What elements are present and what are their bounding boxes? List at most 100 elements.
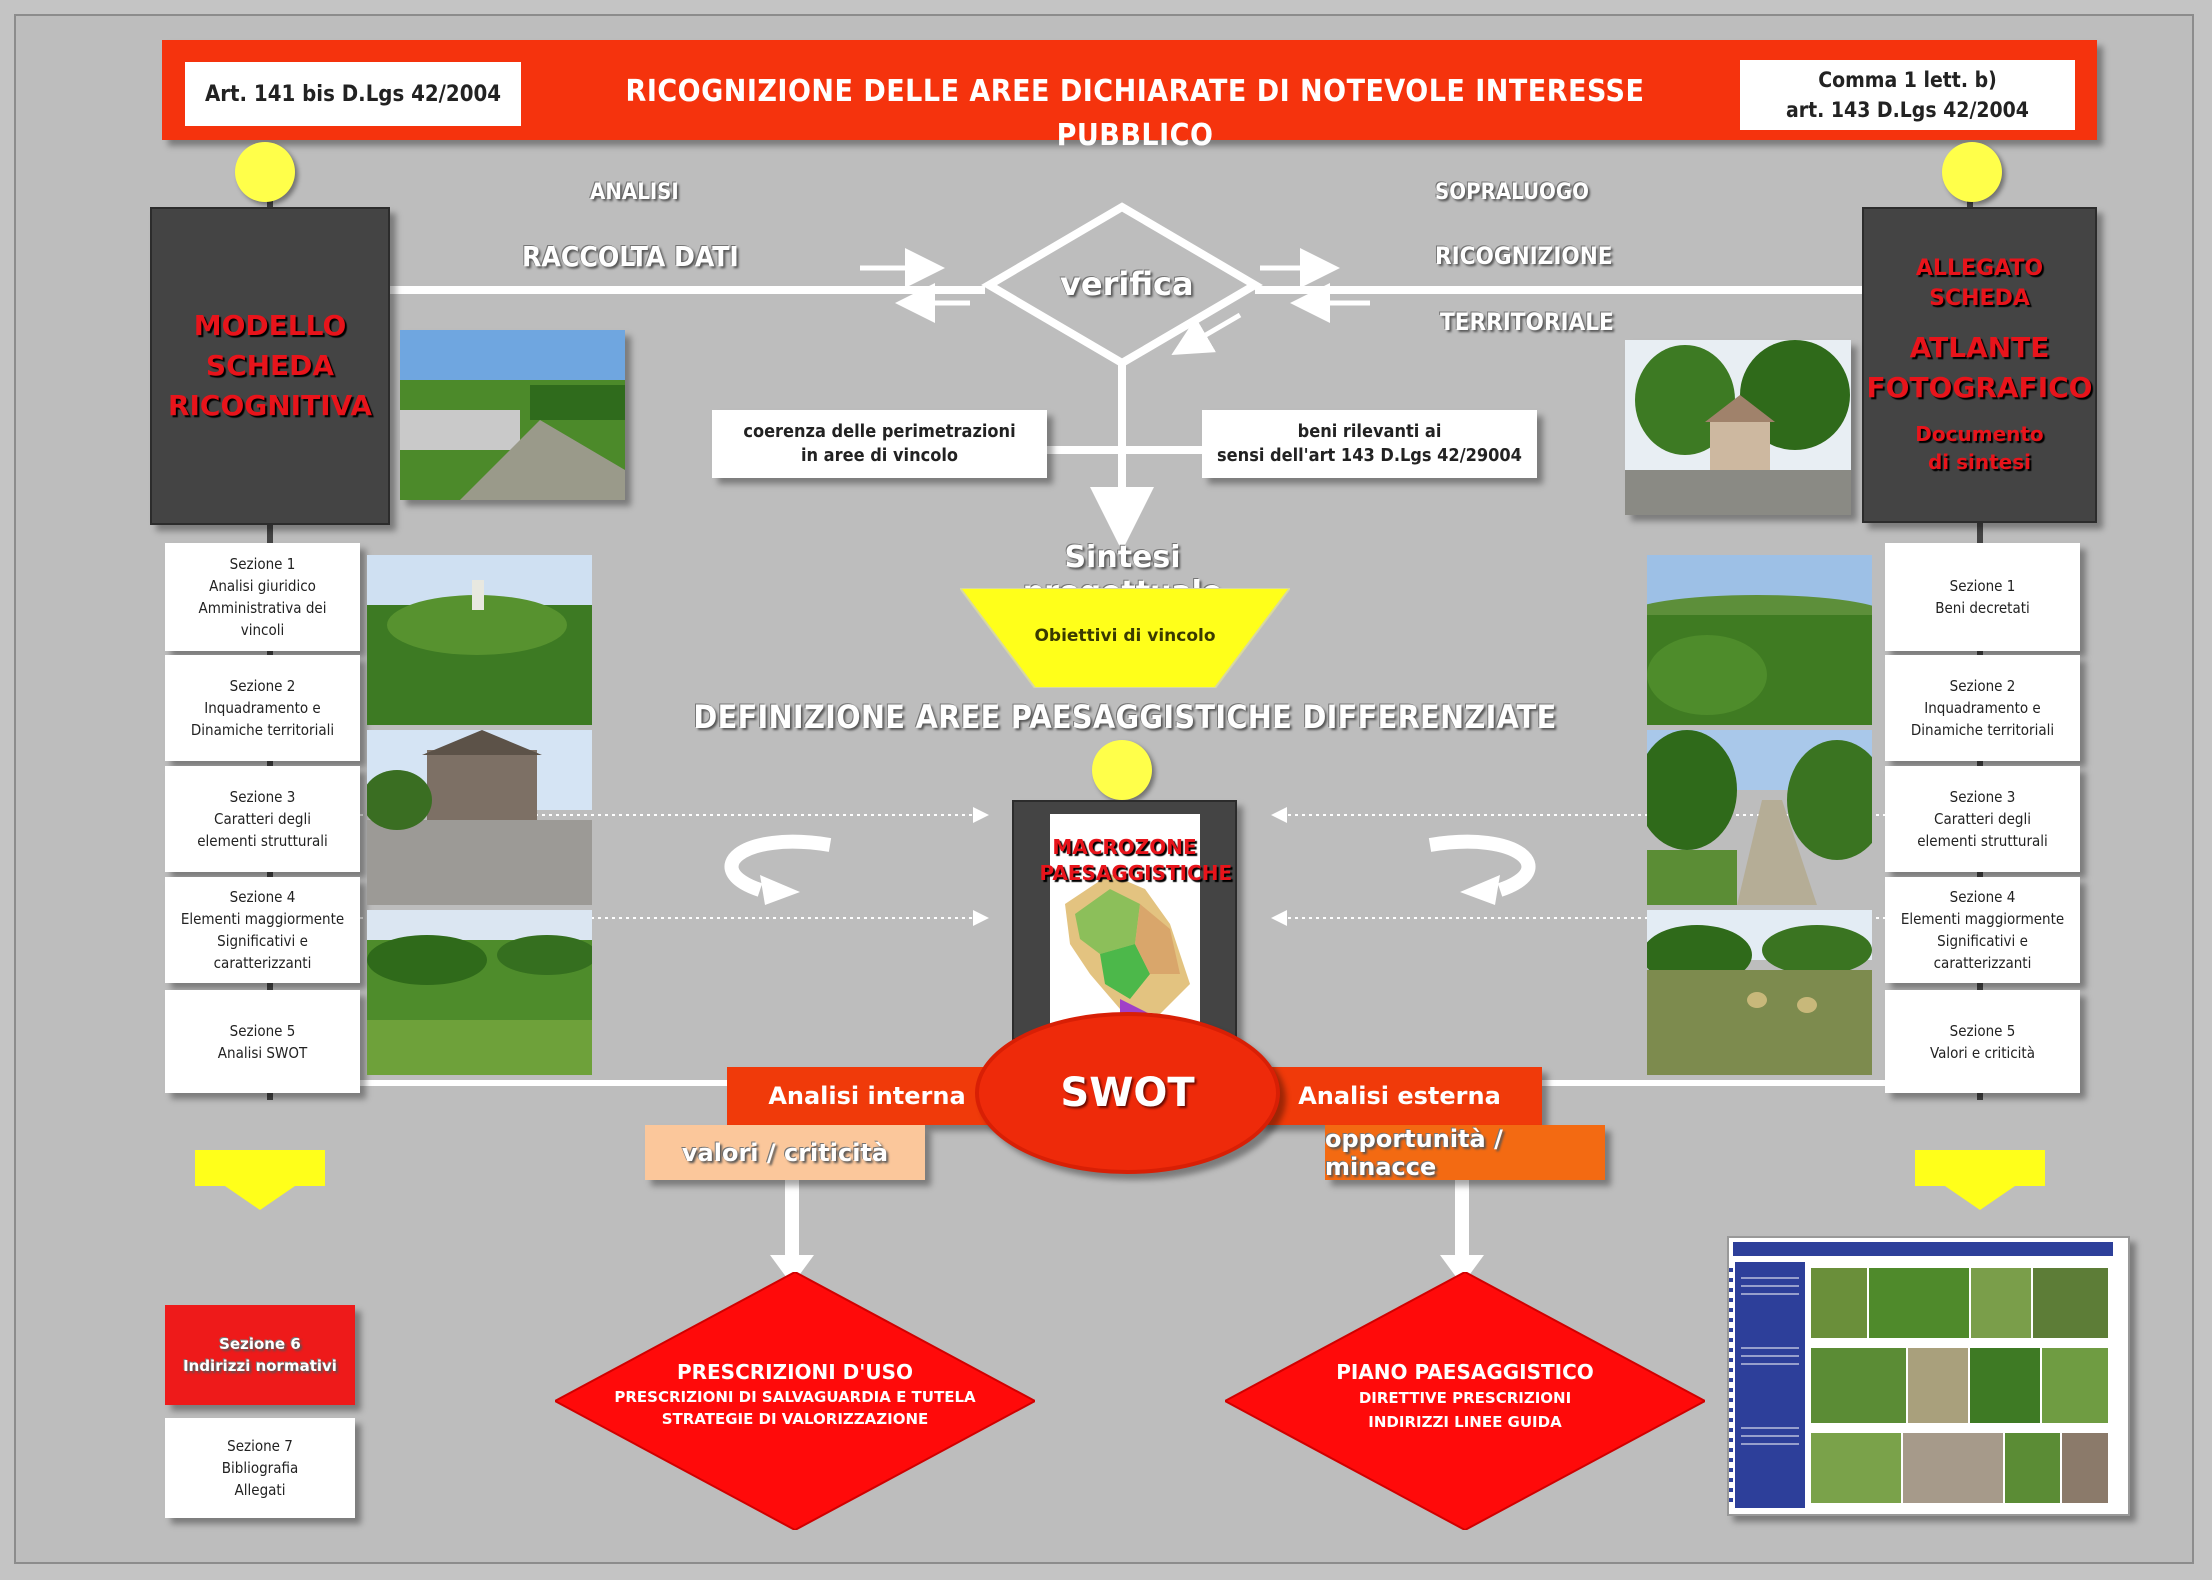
left-section-1-line-2: Analisi giuridico: [209, 577, 316, 595]
left-section-1-line-4: vincoli: [240, 621, 285, 639]
label-analisi: ANALISI: [590, 180, 679, 205]
left-section-2-line-1: Sezione 2: [229, 677, 296, 695]
beni-box: beni rilevanti ai sensi dell'art 143 D.L…: [1202, 410, 1537, 478]
opportunita-bar: opportunità / minacce: [1325, 1124, 1605, 1181]
piano-line2: DIRETTIVE PRESCRIZIONI: [1358, 1389, 1572, 1407]
label-ricognizione: RICOGNIZIONE: [1435, 242, 1613, 270]
yellow-arrow-left: [195, 1150, 325, 1210]
header-title: RICOGNIZIONE DELLE AREE DICHIARATE DI NO…: [545, 70, 1725, 153]
left-section-4-line-4: caratterizzanti: [213, 954, 312, 972]
allegato-line4: FOTOGRAFICO: [1866, 371, 2093, 404]
header-right-tag-line1: Comma 1 lett. b): [1818, 68, 1997, 92]
sezione6-box: Sezione 6 Indirizzi normativi: [165, 1305, 355, 1405]
right-section-1-line-2: Beni decretati: [1935, 599, 2030, 617]
curved-arrow-right: [1428, 834, 1536, 897]
left-section-2-line-2: Inquadramento e: [204, 699, 321, 717]
allegato-line5: Documento: [1915, 422, 2044, 446]
left-section-3-line-3: elementi strutturali: [197, 832, 328, 850]
right-section-4-line-1: Sezione 4: [1949, 888, 2016, 906]
sezione6-line1: Sezione 6: [219, 1335, 301, 1353]
atlante-thumbnail: [1727, 1236, 2130, 1516]
macrozone-label: MACROZONE PAESAGGISTICHE: [1040, 834, 1233, 886]
sezione7-line1: Sezione 7: [227, 1437, 293, 1455]
modello-scheda-box: MODELLO SCHEDA RICOGNITIVA: [150, 207, 390, 525]
left-section-4-line-3: Significativi e: [217, 932, 308, 950]
photo-right-1: [1647, 555, 1872, 725]
macrozone-box: MACROZONE PAESAGGISTICHE: [1012, 800, 1237, 1040]
yellow-dot-left: [235, 142, 295, 202]
right-section-2: Sezione 2 Inquadramento e Dinamiche territ…: [1885, 655, 2080, 761]
photo-landscape-highway: [400, 330, 625, 500]
label-raccolta-dati: RACCOLTA DATI: [522, 240, 739, 273]
photo-left-1: [367, 555, 592, 725]
right-section-4-line-4: caratterizzanti: [1933, 954, 2032, 972]
allegato-scheda-box: ALLEGATO SCHEDA ATLANTE FOTOGRAFICO Docu…: [1862, 207, 2097, 523]
piano-line1: PIANO PAESAGGISTICO: [1336, 1360, 1594, 1384]
sezione6-line2: Indirizzi normativi: [183, 1357, 337, 1375]
photo-right-2: [1647, 730, 1872, 905]
coerenza-box: coerenza delle perimetrazioni in aree di…: [712, 410, 1047, 478]
left-section-3-line-2: Caratteri degli: [214, 810, 311, 828]
allegato-line6: di sintesi: [1927, 450, 2032, 474]
header-right-tag-line2: art. 143 D.Lgs 42/2004: [1786, 98, 2029, 122]
right-section-2-line-1: Sezione 2: [1949, 677, 2016, 695]
modello-line1: MODELLO: [193, 309, 347, 342]
modello-line3: RICOGNITIVA: [167, 389, 373, 422]
sezione7-line2: Bibliografia: [221, 1459, 299, 1477]
analisi-interna-text: Analisi interna: [768, 1082, 966, 1110]
sezione7-line3: Allegati: [234, 1481, 286, 1499]
left-section-2-line-3: Dinamiche territoriali: [190, 721, 335, 739]
allegato-line3: ATLANTE: [1909, 331, 2050, 364]
prescrizioni-line1: PRESCRIZIONI D'USO: [676, 1360, 914, 1384]
right-section-5-line-1: Sezione 5: [1949, 1021, 2016, 1040]
right-section-4-line-3: Significativi e: [1937, 932, 2028, 950]
right-section-2-line-2: Inquadramento e: [1924, 699, 2041, 717]
sezione7-box: Sezione 7 Bibliografia Allegati: [165, 1418, 355, 1518]
prescrizioni-text: PRESCRIZIONI D'USO PRESCRIZIONI DI SALVA…: [600, 1358, 990, 1430]
left-section-4-line-1: Sezione 4: [229, 888, 296, 906]
analisi-esterna-text: Analisi esterna: [1298, 1082, 1501, 1110]
header-title-text: RICOGNIZIONE DELLE AREE DICHIARATE DI NO…: [625, 74, 1645, 153]
prescrizioni-line3: STRATEGIE DI VALORIZZAZIONE: [661, 1410, 929, 1428]
label-obiettivi: Obiettivi di vincolo: [1034, 626, 1216, 646]
label-definizione-aree: DEFINIZIONE AREE PAESAGGISTICHE DIFFEREN…: [693, 698, 1557, 736]
left-section-3-line-1: Sezione 3: [229, 788, 296, 806]
opportunita-text: opportunità / minacce: [1325, 1124, 1503, 1181]
modello-line2: SCHEDA: [205, 349, 335, 382]
macrozone-line1: MACROZONE: [1052, 835, 1197, 859]
obiettivi-funnel: [960, 588, 1290, 688]
piano-text: PIANO PAESAGGISTICO DIRETTIVE PRESCRIZIO…: [1270, 1358, 1660, 1434]
right-section-1: Sezione 1 Beni decretati: [1885, 543, 2080, 651]
header-right-tag: Comma 1 lett. b) art. 143 D.Lgs 42/2004: [1740, 60, 2075, 130]
analisi-interna-bar: Analisi interna: [727, 1067, 1007, 1125]
label-territoriale: TERRITORIALE: [1440, 308, 1614, 336]
beni-line1: beni rilevanti ai: [1297, 421, 1442, 442]
right-section-5-line-2: Valori e criticità: [1930, 1043, 2035, 1062]
left-section-5-line-2: Analisi SWOT: [217, 1043, 308, 1062]
yellow-dot-right: [1942, 142, 2002, 202]
right-section-3-line-1: Sezione 3: [1949, 788, 2016, 806]
right-section-5: Sezione 5 Valori e criticità: [1885, 990, 2080, 1093]
valori-text: valori / criticità: [681, 1138, 889, 1167]
left-section-1-line-3: Amministrativa dei: [198, 599, 327, 617]
coerenza-line2: in aree di vincolo: [800, 445, 959, 466]
swot-ellipse: SWOT: [975, 1012, 1280, 1174]
yellow-arrow-right: [1915, 1150, 2045, 1210]
left-section-2: Sezione 2 Inquadramento e Dinamiche territ…: [165, 655, 360, 761]
prescrizioni-diamond: [555, 1272, 1035, 1530]
right-section-1-line-1: Sezione 1: [1949, 577, 2016, 595]
prescrizioni-line2: PRESCRIZIONI DI SALVAGUARDIA E TUTELA: [614, 1388, 976, 1406]
left-section-4-line-2: Elementi maggiormente: [180, 910, 345, 928]
photo-right-3: [1647, 910, 1872, 1075]
photo-chapel: [1625, 340, 1851, 515]
photo-left-2: [367, 730, 592, 905]
header-left-tag: Art. 141 bis D.Lgs 42/2004: [185, 62, 521, 126]
analisi-esterna-bar: Analisi esterna: [1257, 1067, 1542, 1125]
left-section-1-line-1: Sezione 1: [229, 555, 296, 573]
label-verifica: verifica: [1060, 265, 1194, 303]
allegato-line2: SCHEDA: [1929, 286, 2030, 311]
right-section-2-line-3: Dinamiche territoriali: [1910, 721, 2055, 739]
